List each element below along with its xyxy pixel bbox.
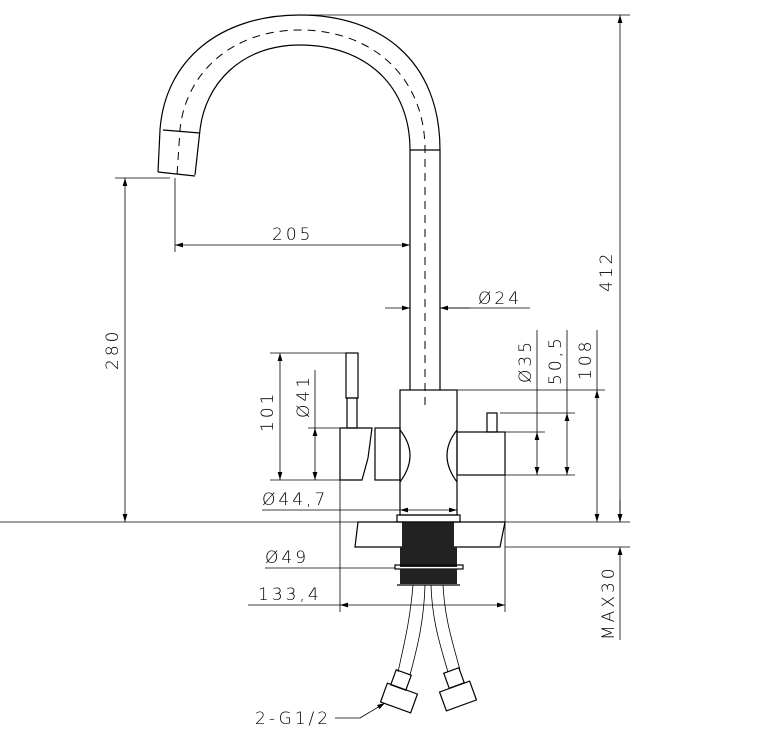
dimension-labels: 205 Ø24 412 280 101 Ø41 Ø35 50,5 108 Ø44… (103, 225, 619, 729)
dim-valve-height: 50,5 (546, 335, 566, 385)
dim-spout-reach: 205 (272, 225, 313, 245)
dim-body-height: 108 (576, 339, 596, 380)
faucet-body (339, 352, 506, 586)
dim-max-deck-thickness: MAX30 (599, 565, 619, 640)
dimension-lines (122, 15, 623, 719)
dim-total-height: 412 (597, 251, 617, 292)
extension-lines (0, 14, 630, 612)
dim-valve-diameter: Ø35 (516, 339, 536, 383)
dim-spout-diameter: Ø24 (478, 289, 522, 309)
dim-lever-height: 101 (258, 391, 278, 432)
dim-spout-height: 280 (103, 329, 123, 370)
hose-nut-right (438, 666, 478, 712)
hose-nut-left (379, 668, 419, 714)
supply-hoses (379, 584, 478, 714)
dim-base-diameter: Ø49 (265, 548, 309, 568)
dim-handle-diameter: Ø41 (294, 374, 314, 418)
dim-connection-thread: 2-G1/2 (255, 709, 331, 729)
spout (157, 14, 441, 405)
dim-overall-width: 133,4 (258, 585, 322, 605)
dim-body-diameter: Ø44,7 (262, 490, 328, 510)
